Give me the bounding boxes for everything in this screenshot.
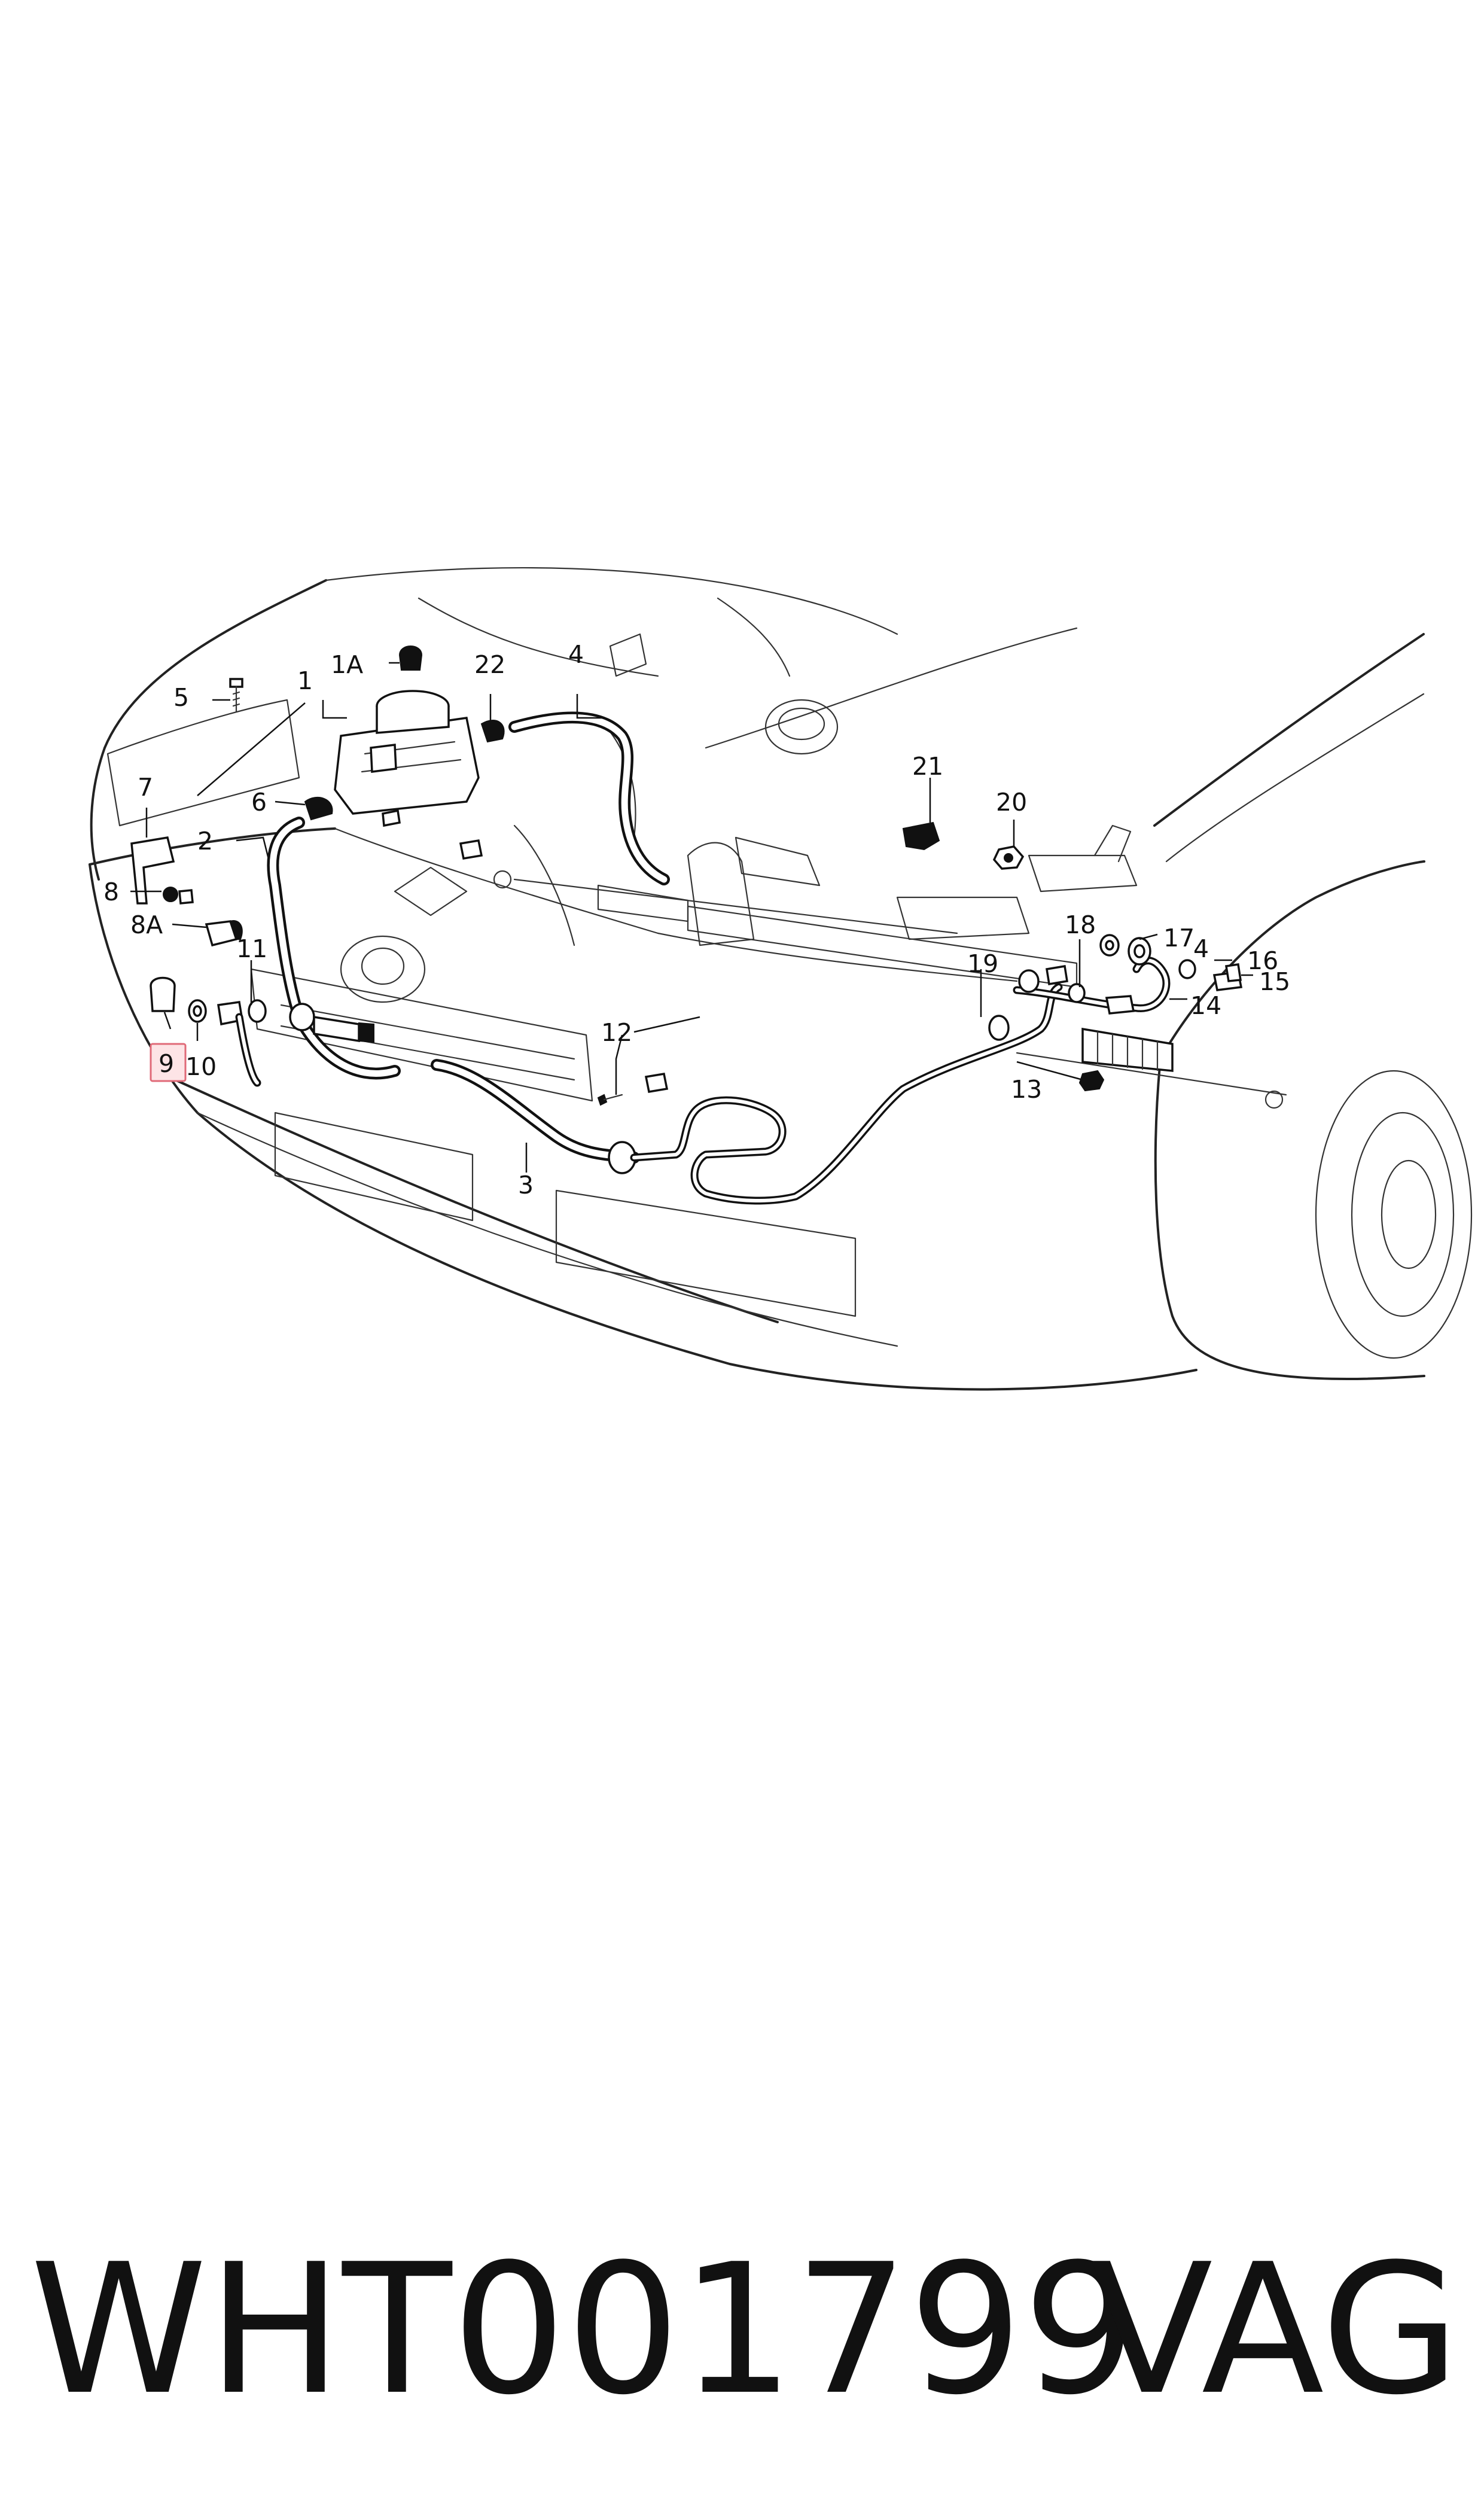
nut-13 [1078,1070,1105,1092]
callout-12: 12 [601,1018,632,1047]
clip-21 [902,821,940,851]
bracket-7 [130,836,194,905]
callout-21: 21 [912,752,943,781]
callout-4b: 4 [1193,934,1209,963]
fitting-19 [988,964,1069,1041]
seal-18 [1068,934,1120,1003]
callout-9-highlight [150,1043,187,1082]
callout-20: 20 [996,788,1027,817]
callout-22: 22 [474,650,505,679]
reservoir-cap [398,646,423,671]
callout-13: 13 [1011,1075,1042,1104]
pump-connection [289,1003,374,1043]
footer: WHT001799 VAG [0,2231,1484,2429]
callout-11: 11 [236,934,267,963]
callout-1a: 1A [331,650,363,679]
cap-nut-9 [150,976,176,1012]
part-number: WHT001799 [30,2225,1137,2434]
leader-lines [130,662,1253,1173]
callout-14: 14 [1190,991,1221,1020]
exploded-parts-diagram: 1 1A 5 22 4 6 2 7 8 8A 11 9 10 12 3 21 2… [89,567,1473,1391]
return-line-14 [1013,957,1171,1015]
fitting-11 [217,999,267,1087]
hose-2 [267,817,401,1080]
callout-1: 1 [297,666,313,695]
callout-19: 19 [967,949,998,978]
tie-rod-left [459,839,512,889]
banjo-17 [1128,937,1151,966]
callout-8a: 8A [130,911,163,939]
callout-9: 9 [159,1049,174,1078]
car-body-outline [89,567,1473,1391]
seal-ring-10 [188,999,207,1023]
callout-16: 16 [1247,946,1278,975]
clamp-22 [480,720,505,743]
callout-6: 6 [251,788,267,817]
clamp-6 [304,796,401,827]
callout-4a: 4 [568,640,584,669]
bolt-15 [1212,963,1243,991]
callout-17: 17 [1163,924,1194,952]
bolt-5 [229,678,243,713]
callout-labels: 1 1A 5 22 4 6 2 7 8 8A 11 9 10 12 3 21 2… [103,640,1290,1199]
callout-8: 8 [103,878,119,906]
fluid-reservoir [334,690,480,815]
callout-5: 5 [173,683,189,712]
callout-2: 2 [197,827,213,855]
callout-7: 7 [138,773,153,802]
callout-10: 10 [185,1052,217,1081]
callout-3: 3 [518,1171,534,1199]
hose-4 [508,711,670,885]
callout-18: 18 [1065,911,1096,939]
seal-4b [1178,959,1196,979]
pressure-line-3 [431,983,1063,1205]
bolt-12 [597,1072,669,1106]
nut-20 [992,845,1025,870]
brand-label: VAG [1090,2225,1460,2434]
clamp-8a [205,920,243,947]
callout-15: 15 [1259,967,1290,996]
